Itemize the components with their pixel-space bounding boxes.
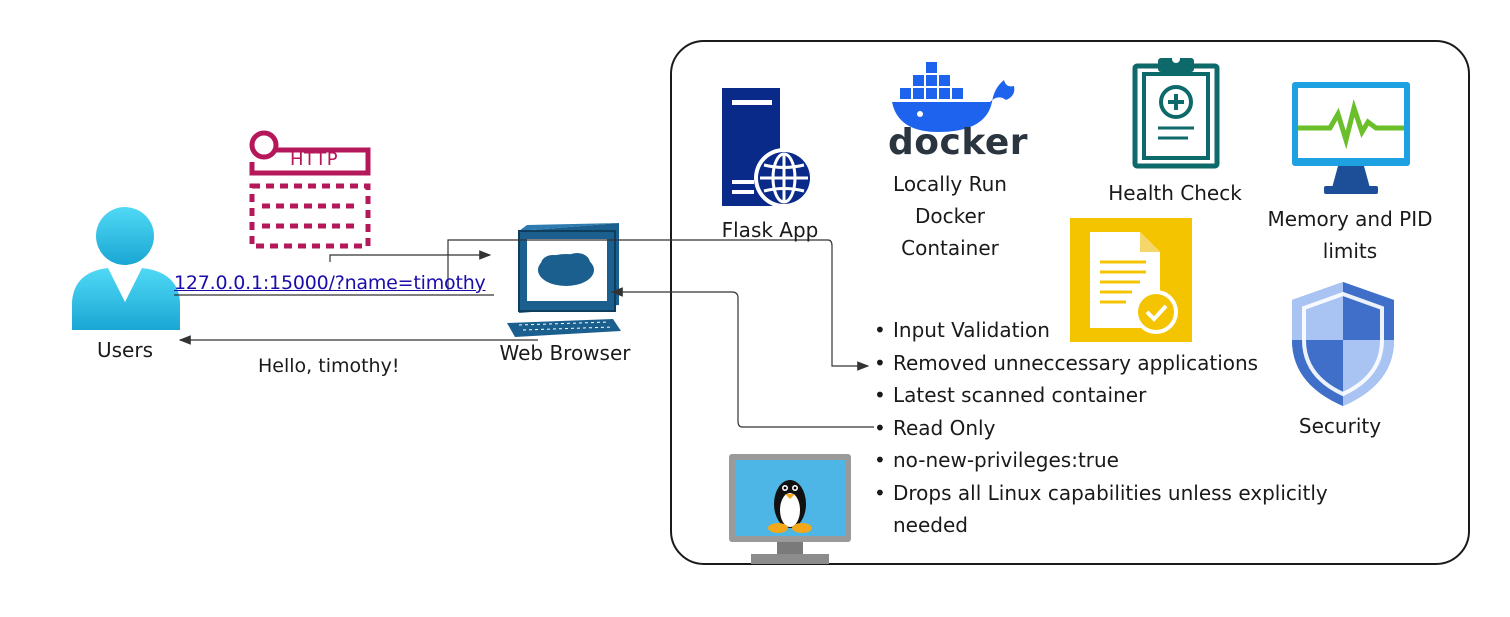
linux-tux-monitor-icon [729, 454, 851, 564]
http-label: HTTP [290, 149, 339, 170]
memory-monitor-icon [1292, 82, 1410, 194]
browser-to-container-arrow [447, 239, 870, 371]
docker-label-line3: Container [901, 236, 999, 260]
feature-item: Removed unneccessary applications [874, 347, 1354, 380]
web-browser-label: Web Browser [499, 341, 631, 365]
health-check-label: Health Check [1108, 181, 1242, 205]
container-to-browser-arrow [610, 287, 874, 428]
feature-item: Input Validation [874, 314, 1354, 347]
feature-item: Latest scanned container [874, 379, 1354, 412]
flask-server-icon [722, 88, 814, 208]
http-request-icon [249, 130, 371, 249]
docker-label-line2: Docker [914, 204, 986, 228]
security-feature-list: Input Validation Removed unneccessary ap… [874, 314, 1354, 542]
feature-item: Read Only [874, 412, 1354, 445]
flask-app-label: Flask App [721, 218, 819, 242]
container-boundary [670, 40, 1470, 565]
docker-wordmark: docker [888, 122, 1028, 163]
http-to-browser-arrow [329, 250, 492, 262]
memory-label-line1: Memory and PID [1267, 207, 1433, 231]
memory-label-line2: limits [1322, 239, 1378, 263]
health-check-clipboard-icon [1132, 55, 1220, 169]
feature-item: no-new-privileges:true [874, 444, 1354, 477]
user-icon [72, 207, 180, 330]
response-text: Hello, timothy! [258, 355, 400, 377]
users-label: Users [96, 338, 153, 362]
docker-whale-icon [892, 62, 1015, 132]
request-url-link[interactable]: 127.0.0.1:15000/?name=timothy [174, 272, 486, 294]
web-browser-icon [507, 223, 621, 337]
docker-label-line1: Locally Run [893, 172, 1007, 196]
feature-item: Drops all Linux capabilities unless expl… [874, 477, 1353, 542]
